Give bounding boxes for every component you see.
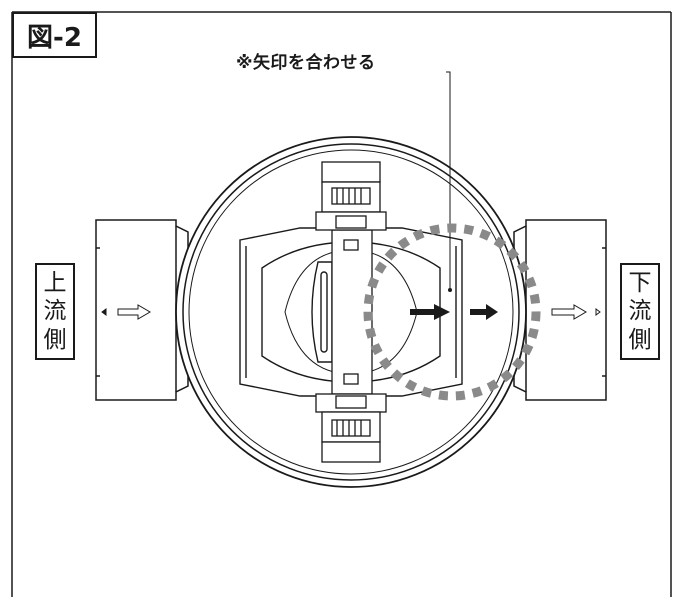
- downstream-char: 流: [628, 298, 652, 325]
- handle: [311, 261, 333, 363]
- upstream-char: 上: [43, 270, 67, 297]
- downstream-label-box: 下 流 側: [620, 263, 660, 360]
- figure-label: 図-2: [12, 12, 97, 58]
- downstream-char: 下: [628, 270, 652, 297]
- upstream-label-box: 上 流 側: [35, 263, 75, 360]
- top-clamp: [315, 161, 387, 231]
- left-outline-arrow: [101, 304, 151, 320]
- disc-curve-left: [284, 249, 352, 375]
- right-outline-arrow: [551, 304, 601, 320]
- outer-ring-inner: [182, 143, 520, 481]
- leader-line: [446, 71, 451, 290]
- leader-dot: [448, 288, 452, 292]
- upstream-char: 側: [43, 326, 67, 353]
- inner-ring: [188, 149, 514, 475]
- arrow-alignment-note: ※矢印を合わせる: [236, 53, 376, 73]
- bottom-clamp: [315, 393, 387, 463]
- upstream-char: 流: [43, 298, 67, 325]
- downstream-char: 側: [628, 326, 652, 353]
- highlight-ring: [363, 223, 541, 401]
- flow-arrow-solid: [410, 304, 498, 320]
